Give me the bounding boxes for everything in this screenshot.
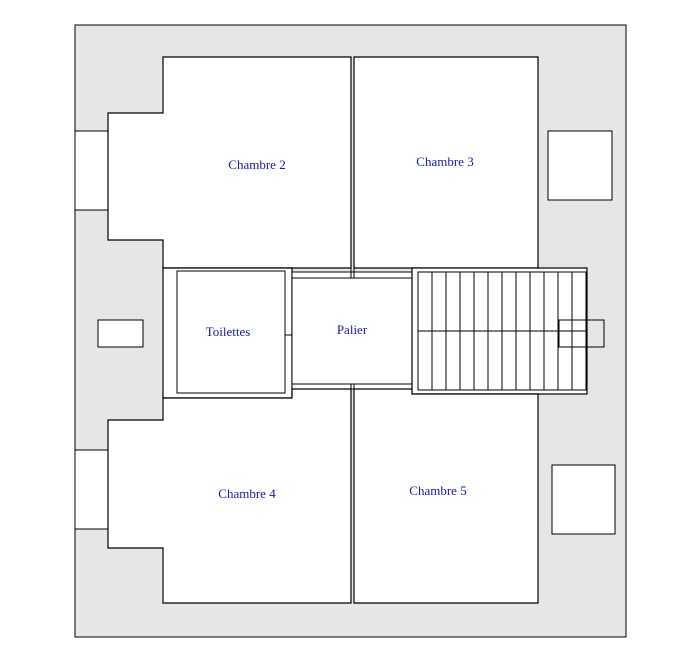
window-left-bottom — [74, 449, 109, 530]
room-chambre-5 — [353, 388, 539, 604]
label-chambre-4: Chambre 4 — [218, 486, 276, 501]
room-chambre-4 — [107, 388, 352, 604]
label-chambre-2: Chambre 2 — [228, 157, 285, 172]
vent-right — [558, 319, 605, 348]
staircase — [411, 267, 588, 395]
label-palier: Palier — [337, 322, 368, 337]
room-chambre-2 — [107, 56, 352, 269]
skylight-right-top — [547, 130, 613, 201]
skylight-right-bottom — [551, 464, 616, 535]
room-toilettes — [176, 270, 286, 394]
vent-left — [97, 319, 144, 348]
label-toilettes: Toilettes — [206, 324, 251, 339]
label-chambre-3: Chambre 3 — [416, 154, 473, 169]
label-chambre-5: Chambre 5 — [409, 483, 466, 498]
window-left-top — [74, 130, 109, 211]
